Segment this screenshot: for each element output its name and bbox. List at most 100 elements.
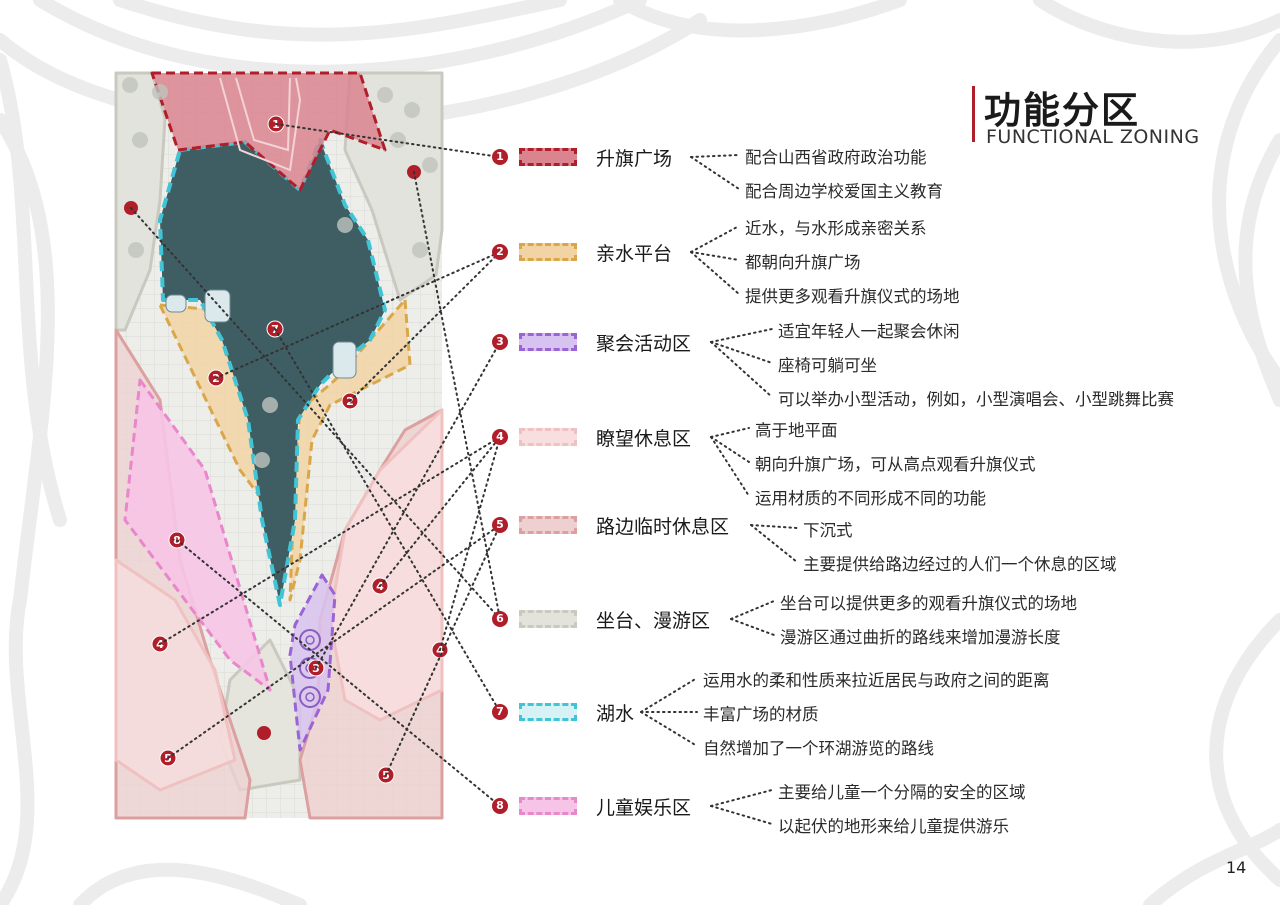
leader-line [413, 171, 501, 620]
zone-description: 都朝向升旗广场 [745, 253, 861, 272]
tree-canopy [422, 157, 438, 173]
contour-line [613, 0, 907, 38]
contour-line [1143, 823, 1280, 905]
description-leader-line [710, 789, 773, 807]
tree-canopy [390, 132, 406, 148]
zone-description: 座椅可躺可坐 [778, 356, 877, 375]
waterside-pavilion [332, 341, 357, 379]
tree-canopy [122, 77, 138, 93]
description-leader-line [750, 524, 798, 529]
zone-description: 运用材质的不同形成不同的功能 [755, 489, 986, 508]
tree-canopy [377, 87, 393, 103]
flag-plaza-path-a [219, 77, 302, 172]
zone-1-flag-plaza [150, 71, 387, 192]
leader-line [349, 251, 501, 402]
gathering-seat-core [305, 635, 315, 645]
zone-2-waterside-west [158, 303, 287, 562]
description-leader-line [690, 154, 740, 158]
description-leader-line [640, 711, 698, 747]
zone-description: 提供更多观看升旗仪式的场地 [745, 287, 960, 306]
description-leader-line [710, 805, 773, 825]
description-leader-line [710, 328, 773, 343]
zone-number-badge: 1 [492, 149, 508, 165]
leader-line [439, 436, 501, 651]
tree-canopy [262, 397, 278, 413]
description-leader-line [690, 225, 740, 253]
zone-8-children-play [123, 378, 272, 692]
description-leader-line [690, 251, 740, 261]
gathering-seat-core [305, 692, 315, 702]
description-leader-line [710, 436, 750, 463]
zone-description: 自然增加了一个环湖游览的路线 [703, 739, 934, 758]
leader-line [215, 251, 501, 379]
zone-number-badge: 3 [492, 334, 508, 350]
leader-line [379, 436, 501, 587]
leader-line [385, 524, 501, 776]
zone-description: 近水，与水形成亲密关系 [745, 219, 927, 238]
zone-description: 坐台可以提供更多的观看升旗仪式的场地 [780, 594, 1077, 613]
zone-7-lake [158, 138, 387, 607]
description-leader-line [710, 427, 750, 438]
tree-canopy [254, 452, 270, 468]
description-leader-line [710, 436, 750, 497]
contour-line [0, 113, 55, 905]
leader-line [130, 207, 501, 620]
leader-line [167, 524, 501, 759]
zone-description: 配合周边学校爱国主义教育 [745, 182, 943, 201]
zone-name: 湖水 [596, 703, 635, 725]
zone-color-swatch [519, 333, 577, 351]
zone-color-swatch [519, 610, 577, 628]
zone-2-waterside-east [288, 298, 412, 602]
leader-line [159, 436, 501, 645]
zone-description: 主要给儿童一个分隔的安全的区域 [778, 783, 1026, 802]
zone-description: 漫游区通过曲折的路线来增加漫游长度 [780, 628, 1061, 647]
description-leader-line [750, 524, 798, 563]
zone-color-swatch [519, 703, 577, 721]
plan-marker-dot [257, 726, 271, 740]
zone-name: 升旗广场 [596, 148, 673, 170]
zone-color-swatch [519, 148, 577, 166]
description-leader-line [730, 600, 775, 620]
leader-line [315, 341, 501, 669]
description-leader-line [690, 156, 740, 190]
zone-number-badge: 4 [492, 429, 508, 445]
zone-description: 配合山西省政府政治功能 [745, 148, 927, 167]
zone-name: 聚会活动区 [596, 333, 692, 355]
zone-color-swatch [519, 243, 577, 261]
tree-canopy [412, 242, 428, 258]
contour-line [0, 53, 67, 527]
description-leader-line [730, 618, 775, 636]
leader-line [274, 328, 501, 713]
zone-number-badge: 2 [492, 244, 508, 260]
tree-canopy [132, 132, 148, 148]
gathering-seat-ring [299, 686, 321, 708]
zone-description: 适宜年轻人一起聚会休闲 [778, 322, 960, 341]
contour-line [1238, 133, 1280, 407]
zone-color-swatch [519, 428, 577, 446]
contour-line [113, 0, 567, 42]
contour-line [1033, 0, 1280, 49]
description-leader-line [710, 341, 773, 364]
description-leader-line [710, 341, 773, 398]
zone-color-swatch [519, 516, 577, 534]
zone-description: 下沉式 [803, 521, 853, 540]
page-subtitle: FUNCTIONAL ZONING [986, 126, 1200, 148]
zone-description: 朝向升旗广场，可从高点观看升旗仪式 [755, 455, 1036, 474]
zone-description: 高于地平面 [755, 421, 838, 440]
zone-number-badge: 8 [492, 798, 508, 814]
zone-number-badge: 6 [492, 611, 508, 627]
contour-line [73, 862, 307, 905]
zone-number-badge: 7 [492, 704, 508, 720]
zone-number-badge: 5 [492, 517, 508, 533]
leader-line [176, 539, 501, 807]
zone-description: 运用水的柔和性质来拉近居民与政府之间的距离 [703, 671, 1050, 690]
tree-canopy [337, 217, 353, 233]
description-leader-line [690, 251, 740, 295]
zone-description: 丰富广场的材质 [703, 705, 819, 724]
contour-line [33, 0, 647, 79]
page-title: 功能分区 [984, 89, 1140, 132]
tree-canopy [404, 102, 420, 118]
flag-plaza-path-b [235, 77, 291, 152]
zone-description: 可以举办小型活动，例如，小型演唱会、小型跳舞比赛 [778, 390, 1174, 409]
